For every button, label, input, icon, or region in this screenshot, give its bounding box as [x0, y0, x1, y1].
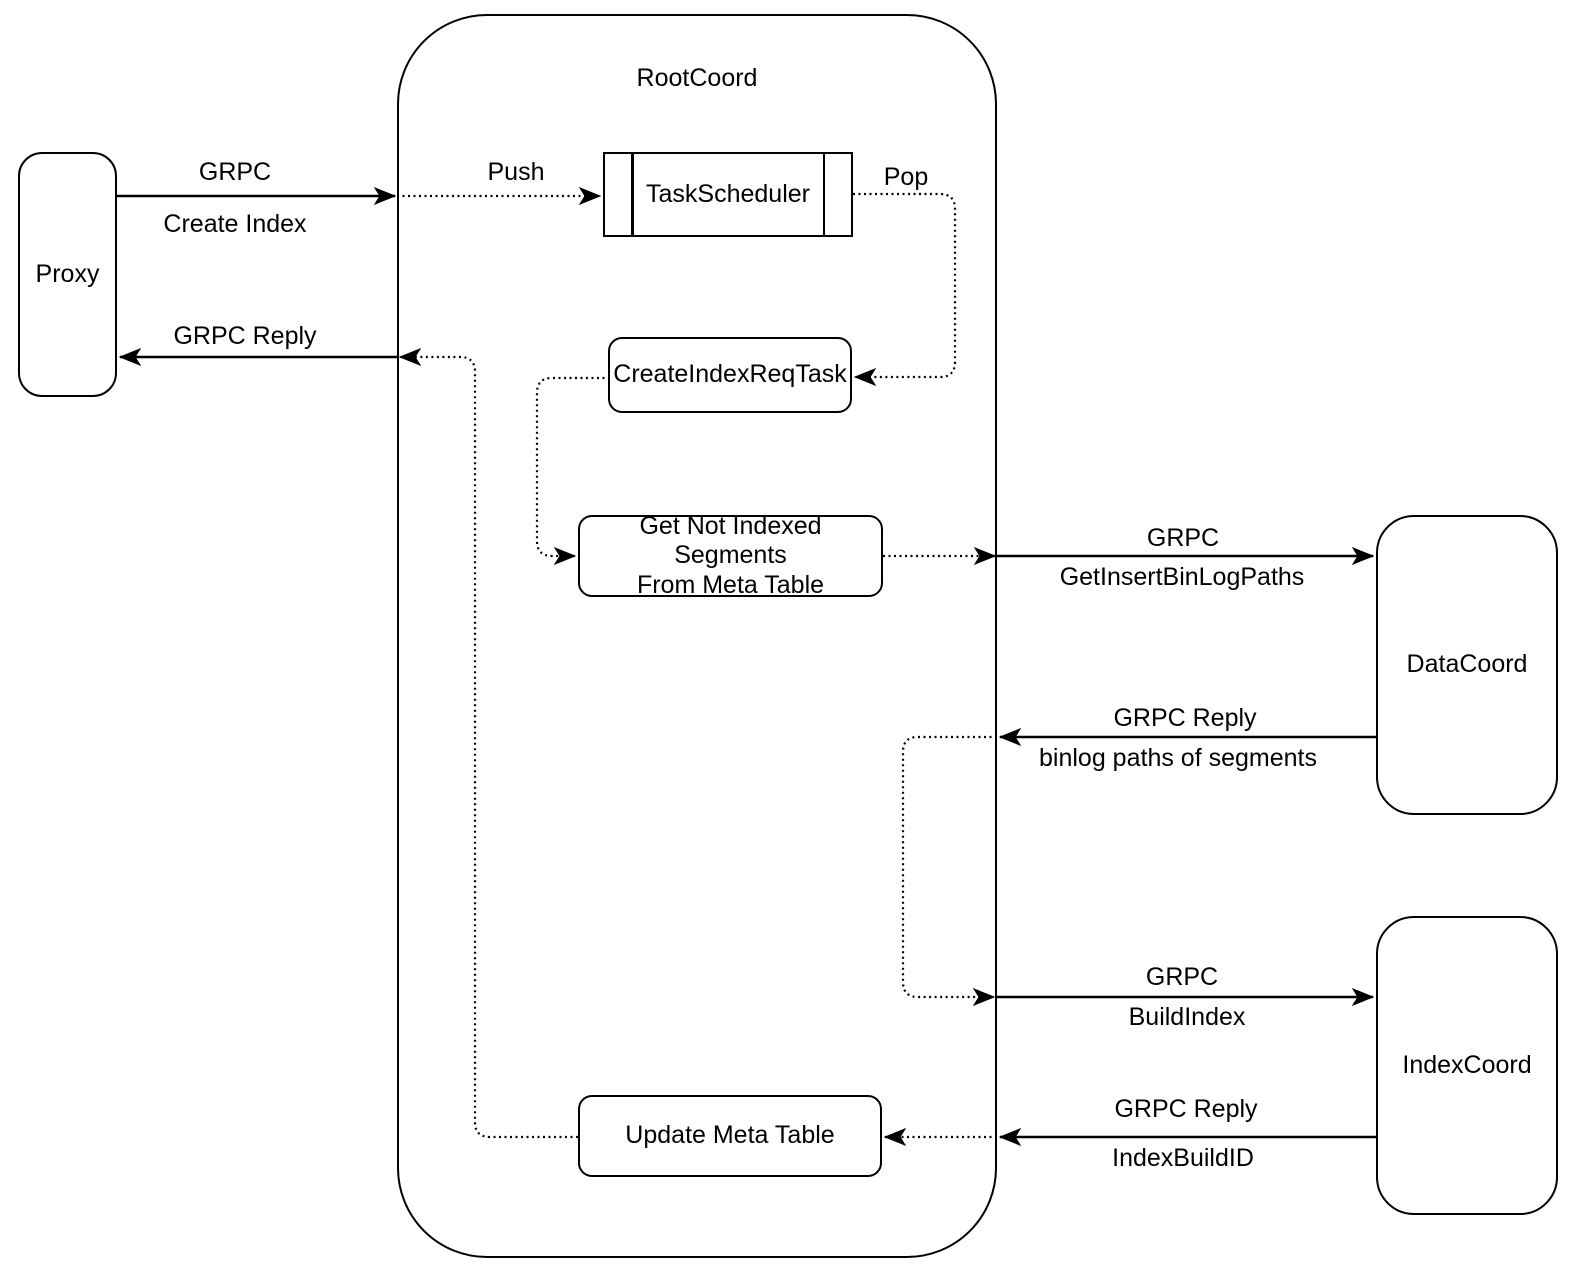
node-update-meta-table: Update Meta Table: [578, 1095, 882, 1177]
label-grpc-getinsert-2: GetInsertBinLogPaths: [1059, 563, 1305, 591]
label-pop: Pop: [883, 163, 929, 191]
edge-pop: [853, 192, 957, 377]
node-proxy-label: Proxy: [35, 259, 100, 288]
queue-bar-right: [822, 154, 825, 235]
edge-update-meta-to-edge: [400, 357, 578, 1139]
edge-create-to-get: [535, 376, 610, 556]
rootcoord-container: [397, 14, 997, 1258]
label-grpc-reply-binlog-2: binlog paths of segments: [1039, 744, 1317, 772]
node-get-not-indexed-line1: Get Not Indexed Segments: [639, 511, 822, 570]
label-grpc-create-index-2: Create Index: [163, 210, 307, 238]
node-indexcoord-label: IndexCoord: [1402, 1050, 1532, 1079]
node-get-not-indexed-segments: Get Not Indexed Segments From Meta Table: [578, 511, 883, 599]
label-grpc-buildindex-1: GRPC: [1145, 963, 1219, 991]
node-datacoord: DataCoord: [1376, 515, 1558, 815]
node-datacoord-label: DataCoord: [1406, 650, 1528, 679]
label-grpc-reply-proxy: GRPC Reply: [173, 322, 317, 350]
node-create-index-req-task: CreateIndexReqTask: [608, 337, 852, 413]
label-push: Push: [487, 158, 545, 186]
edge-inner-u-connector: [901, 735, 997, 997]
node-task-scheduler-label: TaskScheduler: [646, 179, 810, 208]
label-grpc-reply-indexbuildid-1: GRPC Reply: [1114, 1095, 1258, 1123]
label-grpc-create-index-1: GRPC: [198, 158, 272, 186]
node-indexcoord: IndexCoord: [1376, 916, 1558, 1215]
node-task-scheduler: TaskScheduler: [603, 152, 853, 237]
rootcoord-title: RootCoord: [636, 64, 758, 92]
label-grpc-reply-binlog-1: GRPC Reply: [1113, 704, 1257, 732]
node-proxy: Proxy: [18, 152, 117, 397]
node-get-not-indexed-line2: From Meta Table: [636, 570, 825, 599]
node-update-meta-table-label: Update Meta Table: [625, 1121, 835, 1150]
label-grpc-buildindex-2: BuildIndex: [1128, 1003, 1246, 1031]
label-grpc-reply-indexbuildid-2: IndexBuildID: [1112, 1144, 1254, 1172]
node-create-index-req-task-label: CreateIndexReqTask: [613, 360, 847, 389]
queue-bar-left: [631, 154, 634, 235]
label-grpc-getinsert-1: GRPC: [1146, 524, 1220, 552]
